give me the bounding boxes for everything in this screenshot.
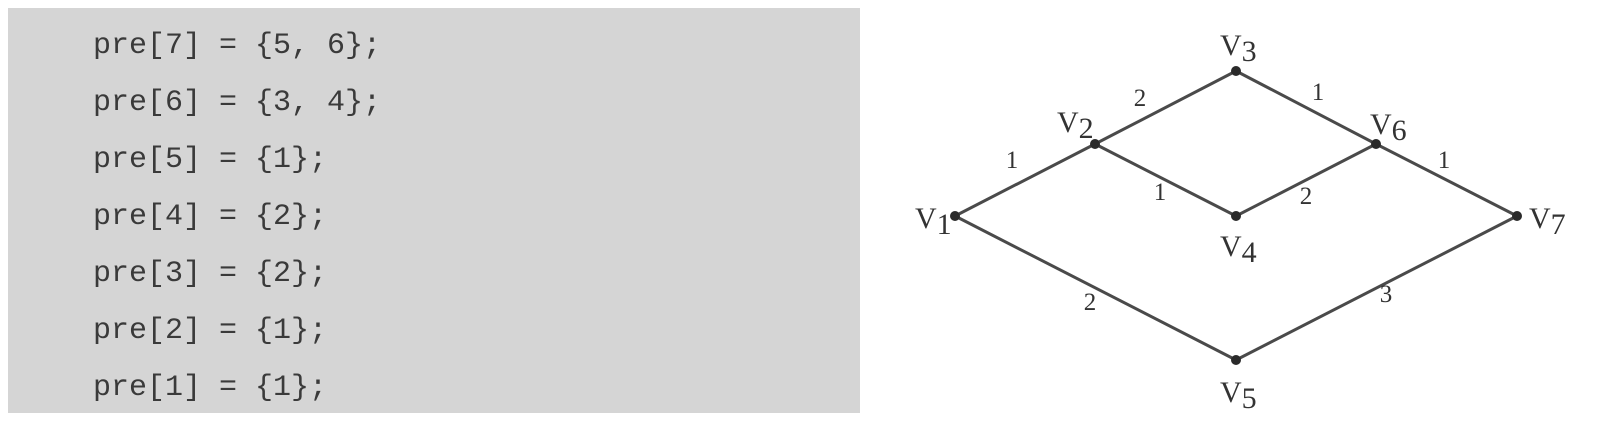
edge-v1-v5 (954, 214, 1237, 362)
edge-v2-v3 (1094, 69, 1237, 146)
edge-weight-v6-v7: 1 (1438, 147, 1451, 174)
edge-v2-v4 (1094, 142, 1237, 218)
edge-weight-v2-v4: 1 (1154, 179, 1167, 206)
code-line-pre6: pre[6] = {3, 4}; (93, 86, 382, 120)
edge-weight-v2-v3: 2 (1134, 85, 1147, 112)
node-label-v5: V5 (1220, 376, 1257, 415)
node-v7 (1512, 211, 1522, 221)
node-label-v2: V2 (1057, 106, 1094, 145)
node-v3 (1231, 66, 1241, 76)
edge-v3-v6 (1235, 69, 1377, 146)
edge-v1-v2 (954, 142, 1096, 218)
node-v4 (1231, 211, 1241, 221)
edge-weight-v1-v2: 1 (1006, 147, 1019, 174)
edge-v6-v7 (1375, 142, 1518, 218)
node-label-v4: V4 (1220, 230, 1257, 269)
node-v2 (1090, 139, 1100, 149)
edge-weight-v5-v7: 3 (1380, 281, 1393, 308)
node-label-v7: V7 (1529, 202, 1566, 241)
code-line-pre5: pre[5] = {1}; (93, 143, 328, 177)
node-v6 (1371, 139, 1381, 149)
node-v5 (1231, 355, 1241, 365)
edge-weight-v4-v6: 2 (1300, 183, 1313, 210)
code-line-pre1: pre[1] = {1}; (93, 371, 328, 405)
node-label-v3: V3 (1220, 29, 1257, 68)
edges: 1 2 1 1 2 1 2 3 (954, 69, 1518, 362)
node-label-v6: V6 (1370, 108, 1407, 147)
code-panel: pre[7] = {5, 6}; pre[6] = {3, 4}; pre[5]… (8, 8, 860, 413)
code-line-pre3: pre[3] = {2}; (93, 257, 328, 291)
edge-weight-v3-v6: 1 (1312, 79, 1325, 106)
code-line-pre2: pre[2] = {1}; (93, 314, 328, 348)
edge-v5-v7 (1235, 214, 1518, 362)
code-line-pre7: pre[7] = {5, 6}; (93, 29, 382, 63)
node-v1 (950, 211, 960, 221)
node-label-v1: V1 (915, 202, 952, 241)
code-line-pre4: pre[4] = {2}; (93, 200, 328, 234)
edge-v4-v6 (1235, 142, 1377, 218)
edge-weight-v1-v5: 2 (1084, 289, 1097, 316)
